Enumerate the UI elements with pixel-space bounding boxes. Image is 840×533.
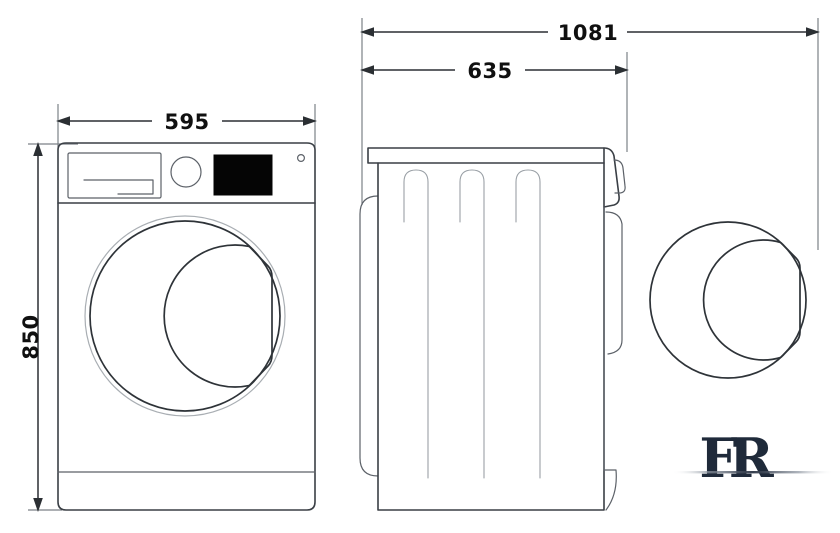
open-door-handle-notch[interactable]	[780, 241, 801, 359]
fr-monogram: FR	[672, 426, 834, 490]
arrowhead-width-right	[303, 116, 317, 126]
arrowhead-635-left	[360, 65, 374, 75]
dim-label-depth-body: 635	[467, 59, 512, 83]
porthole-door[interactable]	[89, 220, 281, 412]
arrowhead-1081-left	[360, 27, 374, 37]
indicator-led	[297, 154, 306, 163]
top-panel	[367, 147, 605, 164]
open-door-circle[interactable]	[649, 221, 807, 379]
cabinet-outline	[57, 142, 316, 511]
dim-label-width: 595	[164, 110, 209, 134]
program-knob[interactable]	[170, 156, 202, 188]
door-edge-profile	[605, 211, 623, 355]
rear-panel	[359, 195, 379, 477]
arrowhead-height-top	[33, 142, 43, 156]
porthole-outer-trim	[84, 215, 286, 417]
display-screen[interactable]	[213, 154, 273, 196]
hook-mark-3	[515, 169, 541, 479]
arrowhead-1081-right	[806, 27, 820, 37]
detergent-drawer-handle	[83, 179, 154, 195]
door-handle-notch[interactable]	[248, 245, 273, 387]
arrowhead-635-right	[615, 65, 629, 75]
porthole-inner-ring	[163, 244, 250, 388]
side-base-curve	[603, 469, 617, 511]
front-view	[28, 104, 317, 512]
hook-mark-2	[459, 169, 485, 479]
side-cabinet-outline	[377, 162, 605, 511]
detergent-drawer[interactable]	[67, 152, 162, 199]
logo-underline	[672, 471, 834, 474]
control-panel-profile	[603, 147, 620, 208]
fr-monogram-letters: FR	[699, 426, 774, 490]
arrowhead-height-bottom	[33, 498, 43, 512]
side-view	[359, 147, 807, 511]
hook-mark-1	[403, 169, 429, 479]
dim-label-height: 850	[19, 314, 43, 359]
knob-profile[interactable]	[613, 159, 626, 194]
side-view-dimensions	[360, 18, 820, 250]
arrowhead-width-left	[56, 116, 70, 126]
dim-label-depth-door-open: 1081	[558, 21, 618, 45]
open-door-inner-ring	[702, 239, 781, 361]
